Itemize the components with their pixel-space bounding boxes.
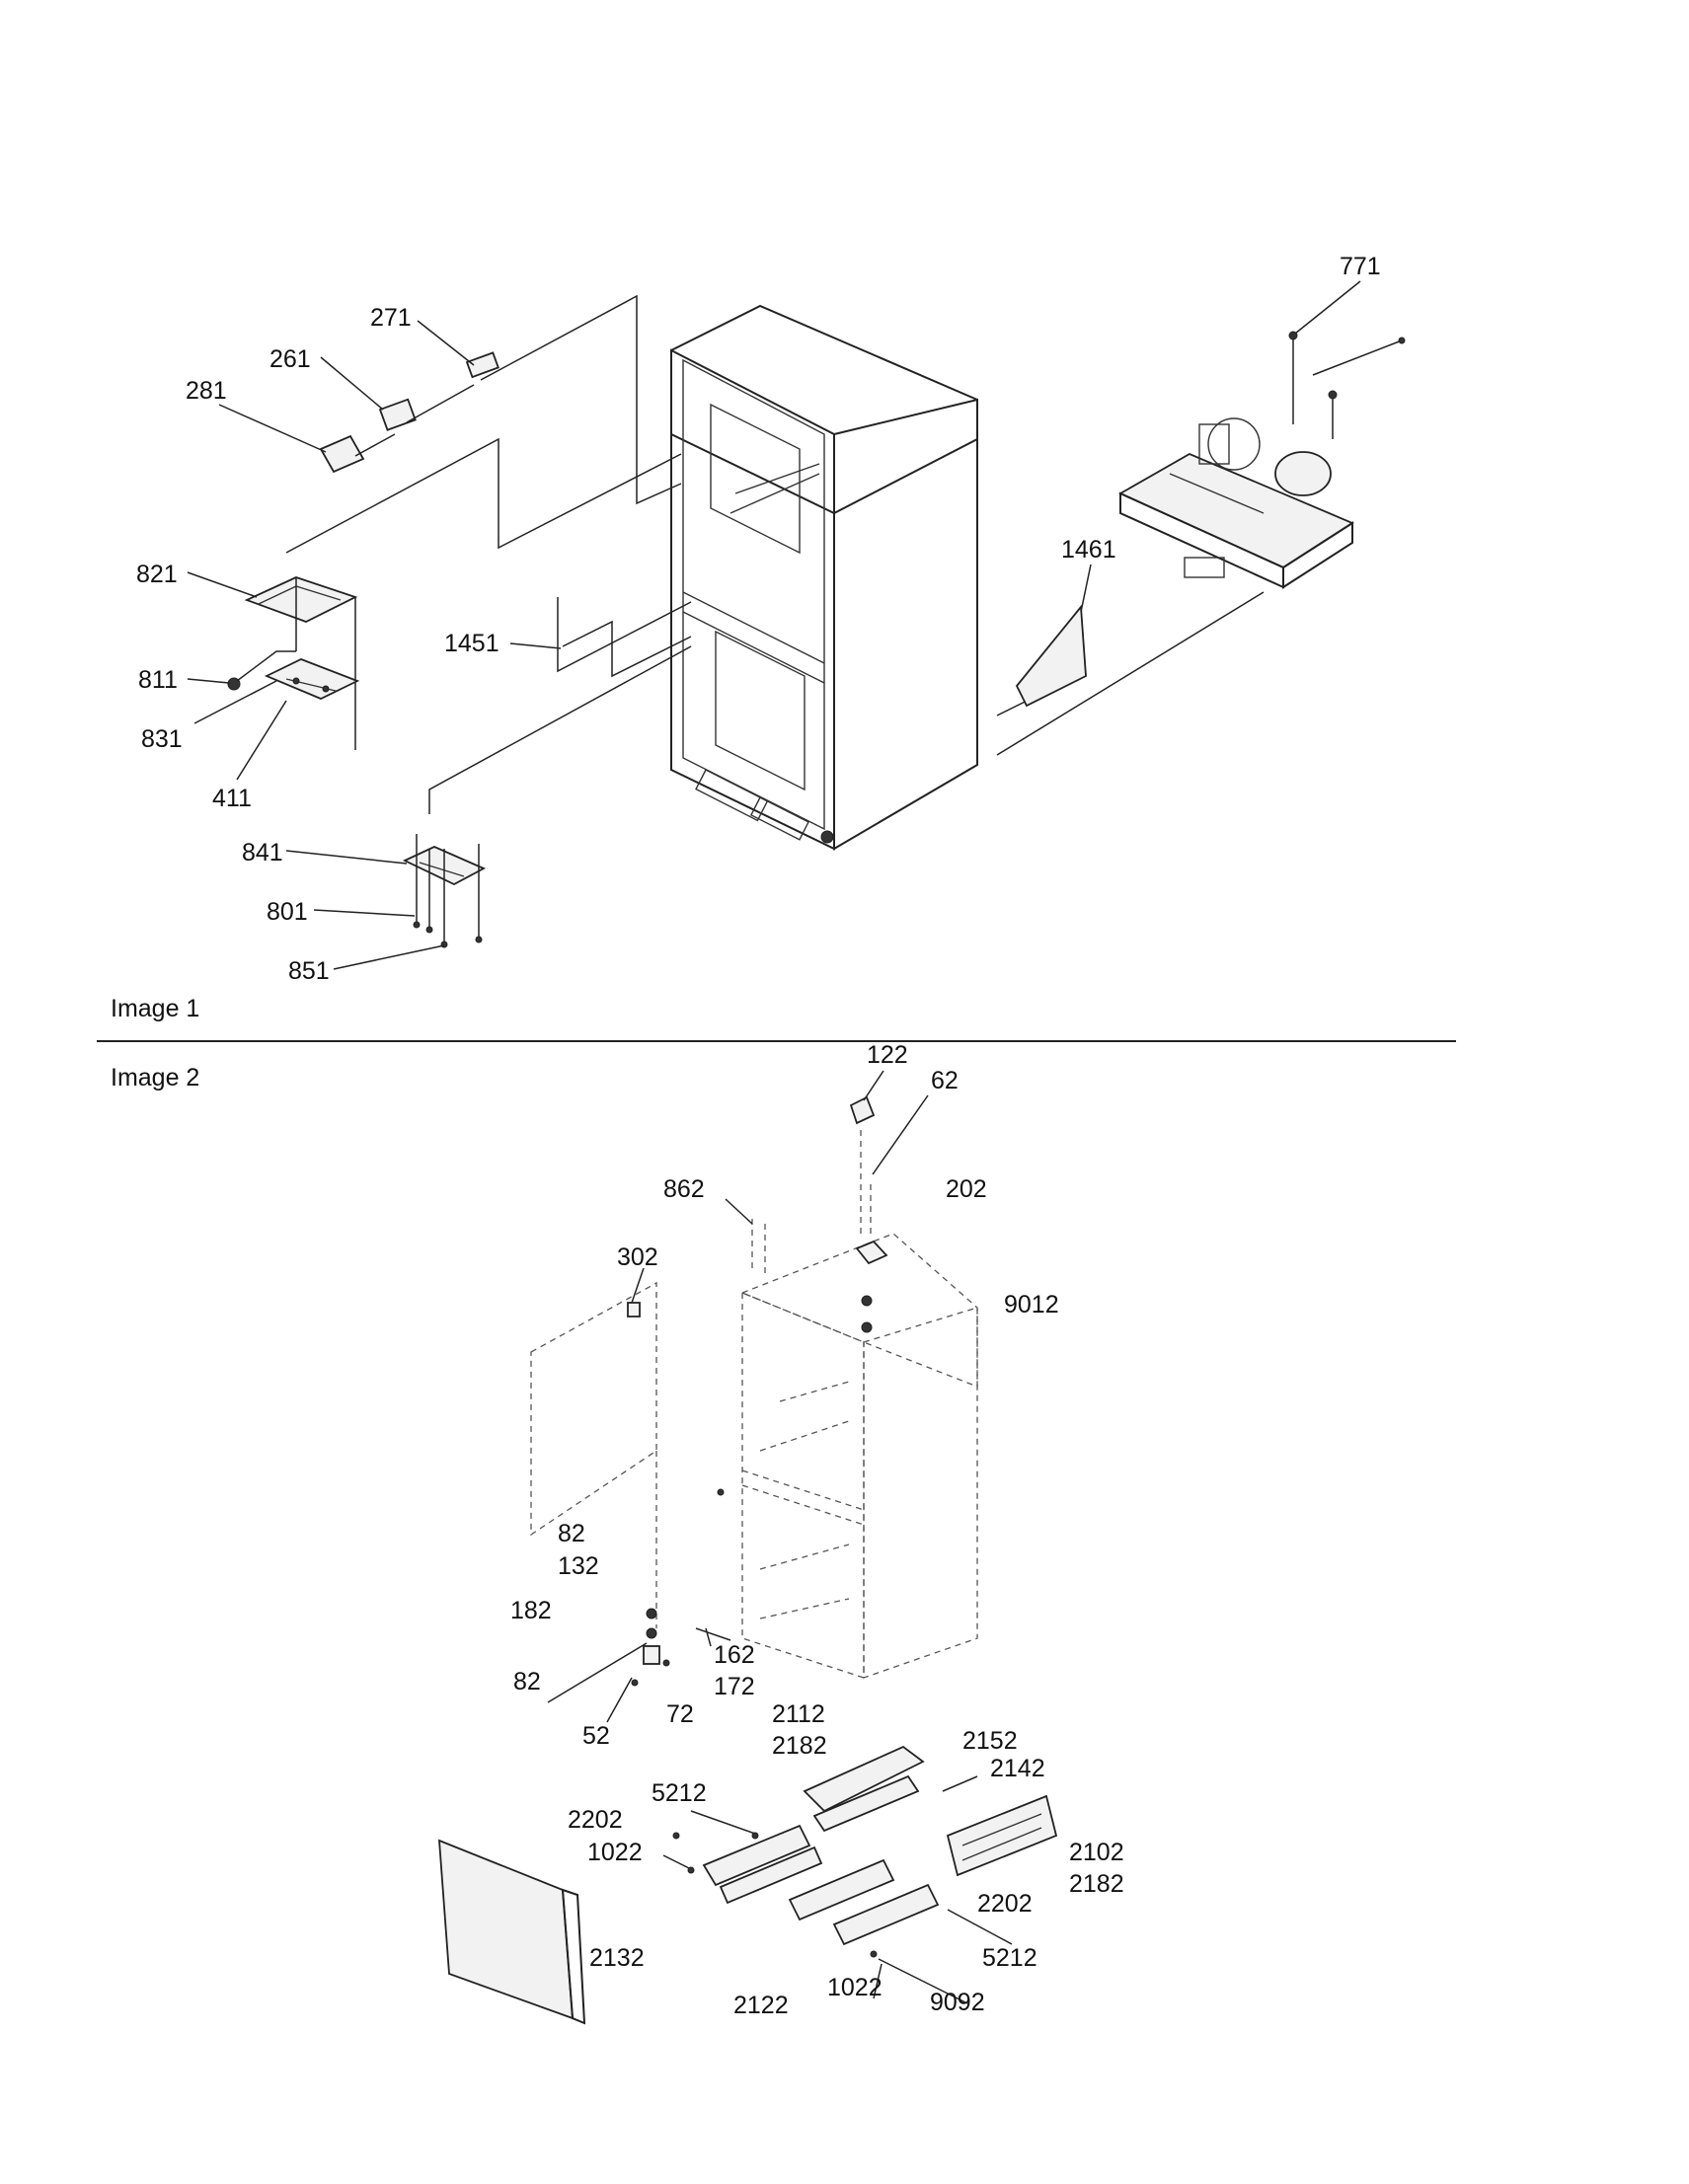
label-2202-right: 2202	[977, 1890, 1033, 1918]
label-411: 411	[212, 785, 252, 812]
image1-section: 771 271 261 281 821 1451 1461 811 831 41…	[111, 253, 1406, 1022]
label-1022-bottom: 1022	[827, 1974, 883, 2001]
label-1022-left: 1022	[587, 1839, 643, 1866]
part-831	[264, 658, 360, 700]
cabinet-drawing	[670, 304, 978, 851]
label-2202-left: 2202	[568, 1806, 623, 1834]
image2-section: Image 2	[111, 1041, 1124, 2025]
label-801: 801	[267, 898, 308, 926]
label-2182-right: 2182	[1069, 1870, 1124, 1898]
label-2152: 2152	[962, 1727, 1018, 1755]
part-1461	[1015, 604, 1087, 708]
label-72: 72	[666, 1700, 694, 1728]
label-9012: 9012	[1004, 1291, 1059, 1318]
part-821	[244, 576, 358, 623]
label-2112: 2112	[772, 1700, 825, 1728]
label-172: 172	[714, 1673, 755, 1700]
connector-line	[428, 645, 692, 814]
label-811: 811	[138, 666, 178, 694]
connector-line	[480, 294, 682, 505]
label-841: 841	[242, 839, 283, 866]
connector-line	[285, 437, 682, 554]
label-52: 52	[582, 1722, 610, 1750]
label-281: 281	[186, 377, 227, 405]
cabinet-outline-dashed	[740, 1233, 978, 1679]
label-2102: 2102	[1069, 1839, 1124, 1866]
label-62: 62	[931, 1067, 959, 1094]
label-271: 271	[370, 304, 412, 332]
part-271	[465, 351, 499, 379]
label-122: 122	[867, 1041, 908, 1069]
label-862: 862	[663, 1175, 705, 1203]
label-2122: 2122	[733, 1992, 789, 2019]
label-5212-top: 5212	[652, 1779, 707, 1807]
label-182: 182	[510, 1597, 552, 1624]
part-261	[378, 384, 475, 431]
label-5212-bottom: 5212	[982, 1944, 1037, 1972]
image2-title: Image 2	[111, 1064, 199, 1092]
label-831: 831	[141, 725, 183, 753]
label-1461: 1461	[1061, 536, 1116, 564]
label-132: 132	[558, 1552, 599, 1580]
connector-line	[996, 591, 1265, 756]
part-771-compressor-assembly	[1118, 417, 1354, 589]
drawer-front-2132	[437, 1839, 586, 2025]
label-771: 771	[1340, 253, 1381, 280]
label-1451: 1451	[444, 630, 499, 657]
connector-line	[557, 597, 692, 673]
label-302: 302	[617, 1243, 658, 1271]
label-9092: 9092	[930, 1989, 985, 2016]
freezer-drawer-frame-parts	[672, 1745, 1058, 1958]
label-202: 202	[946, 1175, 987, 1203]
bottom-hinge-parts	[631, 1488, 731, 1687]
label-821: 821	[136, 561, 178, 588]
label-2132: 2132	[589, 1944, 645, 1972]
label-261: 261	[269, 345, 311, 373]
label-2182-top: 2182	[772, 1732, 827, 1760]
image1-title: Image 1	[111, 995, 199, 1022]
door-panel	[530, 1281, 657, 1628]
label-82-bottom: 82	[513, 1668, 541, 1695]
connector-line	[562, 620, 692, 678]
label-851: 851	[288, 957, 330, 985]
label-82-top: 82	[558, 1520, 585, 1547]
label-162: 162	[714, 1641, 755, 1669]
top-hinge-parts	[751, 1095, 888, 1333]
part-281	[319, 433, 396, 474]
label-2142: 2142	[990, 1755, 1045, 1782]
